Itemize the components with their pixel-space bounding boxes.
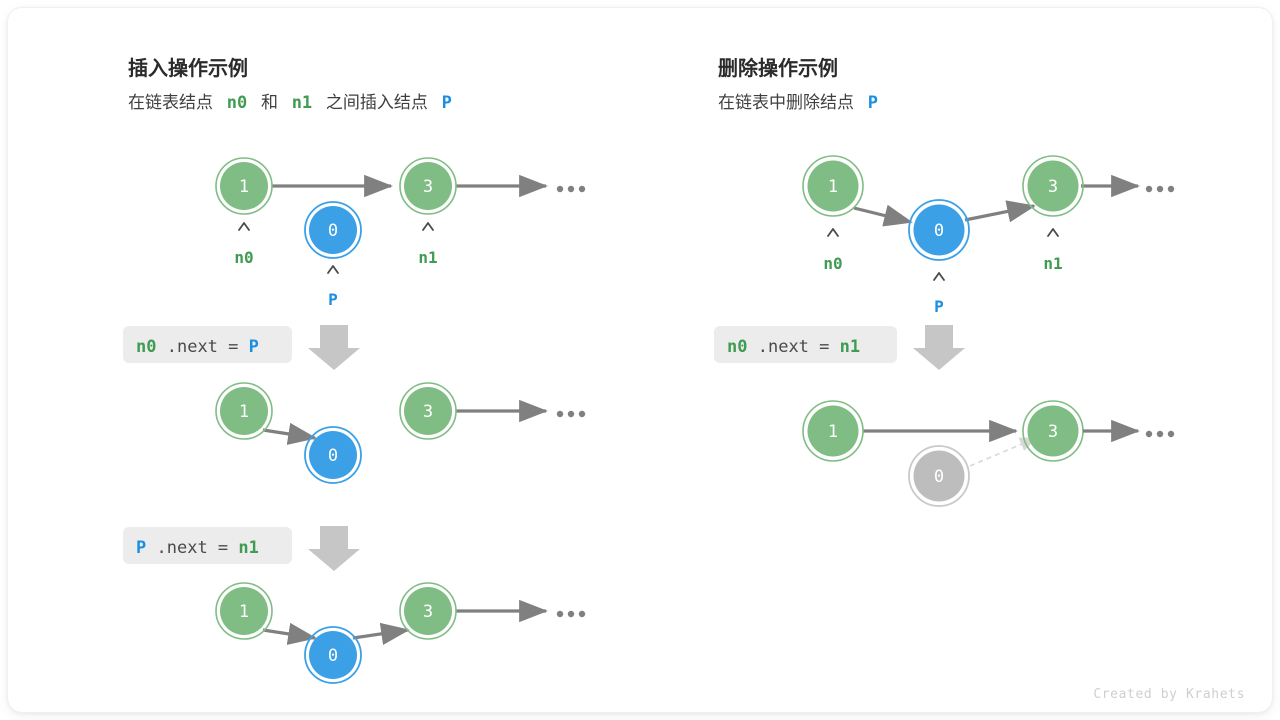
node-1[interactable]: 1 — [215, 157, 273, 215]
subtitle-token-n0: n0 — [227, 93, 247, 113]
ellipsis-icon — [556, 410, 586, 418]
code-token-next: .next = — [758, 337, 840, 357]
code-chip-bg — [714, 326, 897, 363]
delete-row-1: 1 0 3 n0 P n1 — [802, 155, 1175, 316]
subtitle-token-n1: n1 — [292, 93, 312, 113]
insert-row-1: 1 0 3 n0 P n1 — [215, 157, 586, 309]
node-1[interactable]: 1 — [215, 382, 273, 440]
code-chip-bg — [123, 527, 292, 564]
node-0-p[interactable]: 0 — [304, 201, 362, 259]
linked-list-operations-diagram: 插入操作示例 在链表结点 n0 和 n1 之间插入结点 P 1 — [123, 56, 1245, 702]
code-token-next: .next = — [157, 538, 239, 558]
node-pointer-label-n0: n0 — [823, 254, 842, 273]
node-value: 0 — [328, 646, 338, 666]
caret-up-icon — [933, 272, 945, 281]
svg-text:n0 .next =: n0 .next = n1 — [727, 337, 860, 357]
svg-text:n0 .next =: n0 .next = P — [136, 337, 259, 357]
insert-step-2: P .next = n1 — [123, 526, 360, 571]
edge-p-to-n1 — [352, 622, 410, 645]
node-value: 3 — [423, 177, 433, 197]
node-3[interactable]: 3 — [399, 157, 457, 215]
panel-insert: 插入操作示例 在链表结点 n0 和 n1 之间插入结点 P 1 — [123, 56, 586, 684]
node-value: 1 — [828, 422, 838, 442]
code-token-n1: n1 — [840, 337, 860, 357]
caret-up-icon — [422, 222, 434, 231]
down-arrow-icon — [308, 325, 360, 370]
node-3[interactable]: 3 — [399, 382, 457, 440]
ellipsis-icon — [556, 610, 586, 618]
edge-n0-to-p — [262, 422, 317, 445]
node-value: 3 — [423, 602, 433, 622]
subtitle-token: 在链表中删除结点 — [718, 93, 854, 112]
node-1[interactable]: 1 — [802, 400, 864, 462]
node-value: 1 — [239, 402, 249, 422]
down-arrow-icon — [308, 526, 360, 571]
node-0-removed[interactable]: 0 — [908, 445, 970, 507]
node-pointer-label-p: P — [328, 290, 338, 309]
node-value: 3 — [423, 402, 433, 422]
down-arrow-icon — [913, 325, 965, 370]
subtitle-token: 在链表结点 — [128, 93, 213, 112]
node-value: 0 — [328, 446, 338, 466]
node-value: 0 — [328, 221, 338, 241]
panel-insert-title: 插入操作示例 — [128, 56, 248, 80]
node-value: 0 — [934, 467, 944, 487]
svg-text:在链表中删除结点 P: 在链表中删除结点 P — [718, 93, 878, 113]
insert-row-3: 1 3 0 — [215, 582, 586, 684]
node-1[interactable]: 1 — [215, 582, 273, 640]
ellipsis-icon — [1145, 430, 1175, 438]
caret-up-icon — [327, 265, 339, 274]
node-pointer-label-n0: n0 — [234, 248, 253, 267]
node-3[interactable]: 3 — [1022, 155, 1084, 217]
code-token-n0: n0 — [727, 337, 747, 357]
panel-delete: 删除操作示例 在链表中删除结点 P 1 — [714, 56, 1175, 507]
insert-step-1: n0 .next = P — [123, 325, 360, 370]
insert-row-2: 1 3 0 — [215, 382, 586, 484]
subtitle-token: 和 — [261, 93, 278, 112]
code-token-n0: n0 — [136, 337, 156, 357]
node-0-p[interactable]: 0 — [304, 626, 362, 684]
svg-text:在链表结点 n0 和: 在链表结点 n0 和 n1 之间插入结点 P — [128, 93, 452, 113]
node-value: 3 — [1048, 177, 1058, 197]
subtitle-token-p: P — [868, 93, 878, 113]
code-chip-bg — [123, 326, 292, 363]
ellipsis-icon — [1145, 185, 1175, 193]
edge-n0-to-p — [262, 622, 317, 645]
delete-row-2: 1 0 3 — [802, 400, 1175, 507]
node-value: 3 — [1048, 422, 1058, 442]
edge-n0-to-p — [853, 204, 913, 227]
edge-removed-node-dashed — [969, 437, 1038, 467]
node-0-p[interactable]: 0 — [908, 199, 970, 261]
node-pointer-label-n1: n1 — [1043, 254, 1062, 273]
caret-up-icon — [238, 222, 250, 231]
node-value: 1 — [239, 602, 249, 622]
node-1[interactable]: 1 — [802, 155, 864, 217]
subtitle-token-p: P — [442, 93, 452, 113]
node-0-p[interactable]: 0 — [304, 426, 362, 484]
node-value: 1 — [239, 177, 249, 197]
diagram-card: 插入操作示例 在链表结点 n0 和 n1 之间插入结点 P 1 — [8, 8, 1272, 712]
caret-up-icon — [827, 228, 839, 237]
code-token-n1: n1 — [238, 538, 258, 558]
code-token-p: P — [136, 538, 146, 558]
node-3[interactable]: 3 — [399, 582, 457, 640]
ellipsis-icon — [556, 185, 586, 193]
panel-delete-subtitle: 在链表中删除结点 P — [718, 93, 878, 113]
subtitle-token: 之间插入结点 — [326, 93, 428, 112]
node-value: 1 — [828, 177, 838, 197]
svg-text:P .next =: P .next = n1 — [136, 538, 259, 558]
caret-up-icon — [1047, 228, 1059, 237]
node-3[interactable]: 3 — [1022, 400, 1084, 462]
edge-p-to-n1 — [964, 200, 1036, 223]
node-pointer-label-p: P — [934, 297, 944, 316]
panel-insert-subtitle: 在链表结点 n0 和 n1 之间插入结点 P — [128, 93, 452, 113]
watermark-credit: Created by Krahets — [1093, 687, 1245, 702]
node-value: 0 — [934, 221, 944, 241]
panel-delete-title: 删除操作示例 — [718, 56, 838, 80]
delete-step-1: n0 .next = n1 — [714, 325, 965, 370]
node-pointer-label-n1: n1 — [418, 248, 437, 267]
code-token-p: P — [249, 337, 259, 357]
code-token-next: .next = — [167, 337, 249, 357]
